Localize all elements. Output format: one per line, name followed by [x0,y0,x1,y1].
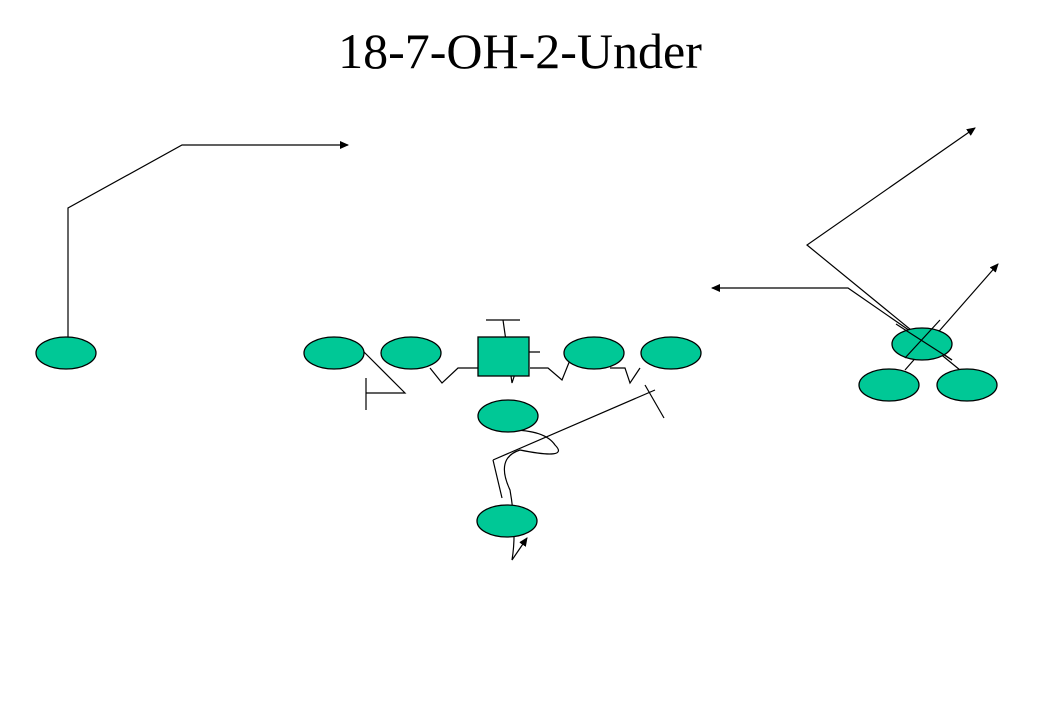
block-lead [492,389,656,461]
player-trips-top [891,327,953,361]
players [35,327,998,538]
player-left-guard [380,336,442,370]
route-wr-left [67,141,349,338]
play-title: 18-7-OH-2-Under [338,23,702,79]
block-right-tackle [610,367,641,385]
player-center [477,336,530,377]
block-left-guard [429,367,478,384]
overlay-post [895,323,953,361]
route-quarterback-tail [492,459,503,499]
player-quarterback [477,399,539,433]
routes [67,127,999,561]
player-left-tackle [303,336,365,370]
player-right-guard [563,336,625,370]
block-lead-cap [644,384,665,419]
player-wr-left [35,336,97,370]
overlay-slant [904,319,941,359]
player-trips-left [858,368,920,402]
block-left-tackle [361,349,407,394]
route-trips-post [806,127,976,371]
routes-overlay [895,319,953,361]
block-right-guard [530,359,571,382]
player-right-tackle [640,336,702,370]
player-trips-right [936,368,998,402]
route-quarterback [503,429,560,561]
player-running-back [476,504,538,538]
